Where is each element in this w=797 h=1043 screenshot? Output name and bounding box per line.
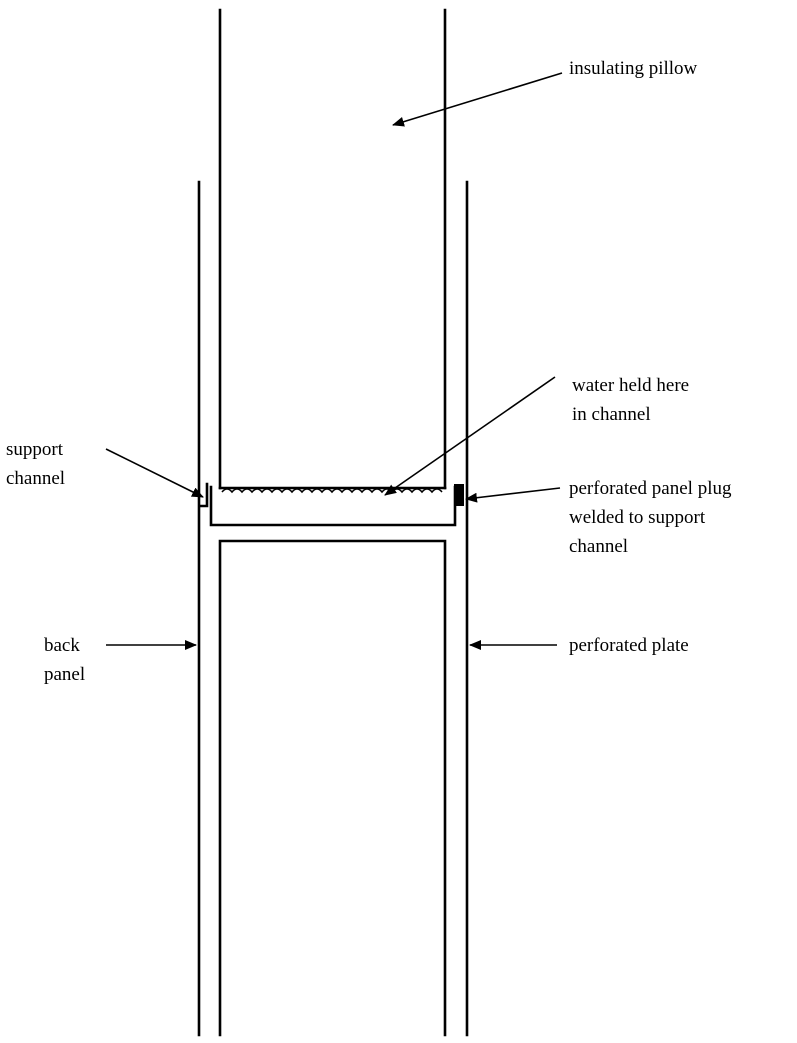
arrow-water-held xyxy=(384,376,556,496)
lower-panel-box xyxy=(218,539,447,1037)
label-water-held-line2: in channel xyxy=(572,404,651,425)
label-support-channel-line2: channel xyxy=(6,468,65,489)
label-perforated-plug-line3: channel xyxy=(569,536,628,557)
support-channel xyxy=(209,485,457,527)
label-back-panel-line1: back xyxy=(44,635,80,656)
label-support-channel-line1: support xyxy=(6,439,64,460)
label-perforated-plug-line2: welded to support xyxy=(569,507,706,528)
label-perforated-plate: perforated plate xyxy=(569,635,689,656)
perforated-panel-plug xyxy=(454,484,464,506)
support-channel-clip xyxy=(198,482,209,508)
label-insulating-pillow: insulating pillow xyxy=(569,58,698,79)
arrow-support-channel xyxy=(105,448,204,498)
water-surface xyxy=(221,488,443,494)
arrow-perforated-plug xyxy=(465,487,561,503)
arrow-insulating-pillow xyxy=(392,72,563,127)
label-perforated-plug-line1: perforated panel plug xyxy=(569,478,732,499)
label-back-panel-line2: panel xyxy=(44,664,85,685)
label-water-held-line1: water held here xyxy=(572,375,689,396)
